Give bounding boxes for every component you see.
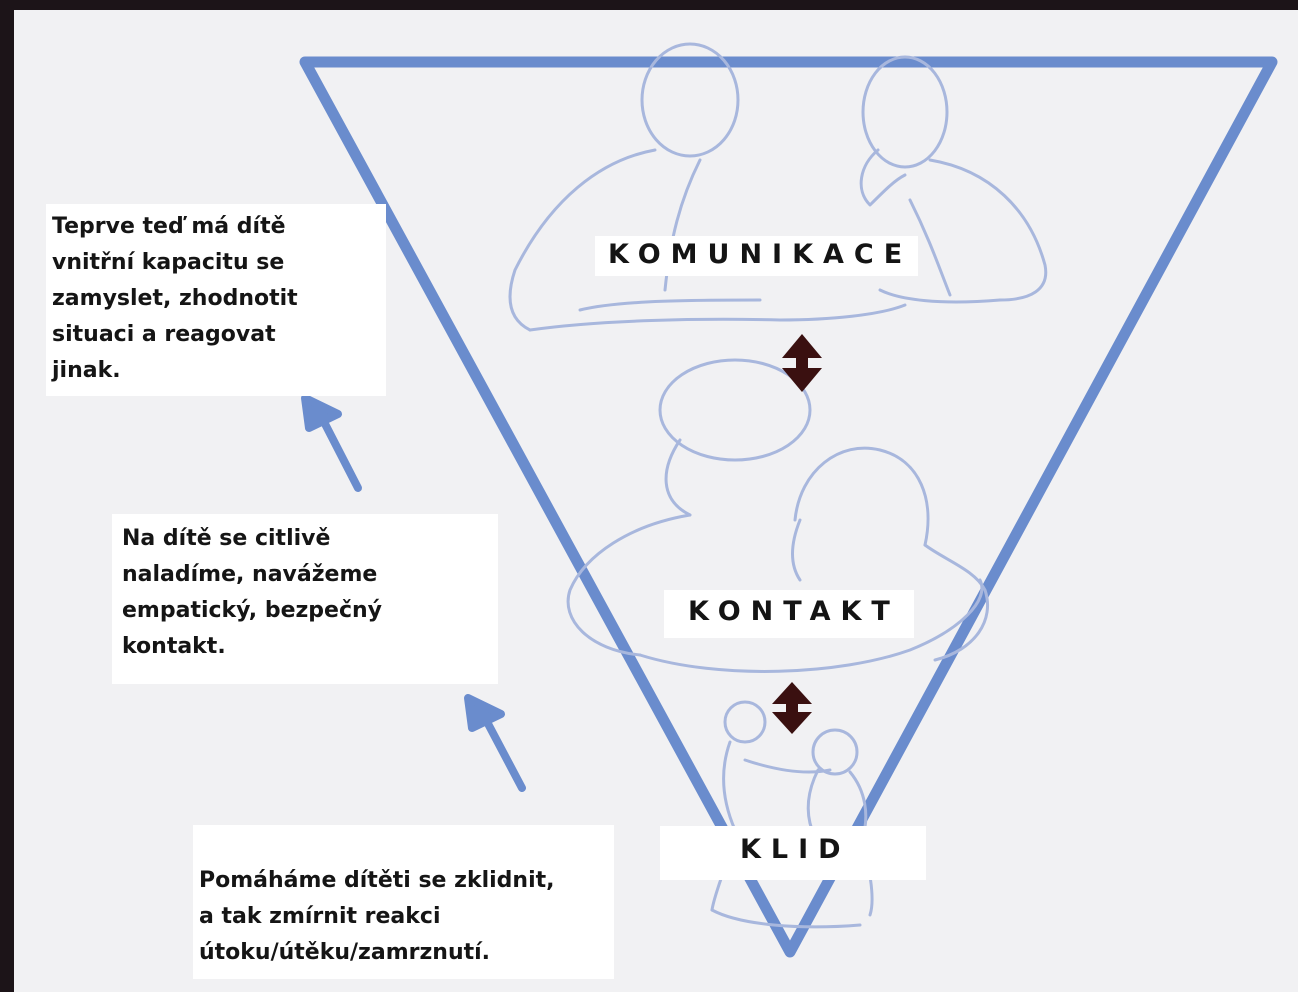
inverted-triangle — [299, 56, 1278, 958]
stage-label-kontakt: KONTAKT — [688, 596, 900, 627]
embrace-adult-figure — [566, 358, 984, 673]
stage-label-klid: KLID — [740, 834, 851, 865]
stage-box-klid — [660, 826, 926, 880]
upward-arrow-lower — [464, 694, 526, 792]
embrace-child-figure — [791, 446, 990, 662]
talking-child-figure — [859, 55, 1048, 304]
talking-adult-figure — [508, 42, 907, 332]
double-arrow-lower — [772, 682, 812, 734]
stage-label-komunikace: KOMUNIKACE — [608, 239, 913, 270]
upward-arrow-upper — [301, 394, 362, 492]
note-middle: Na dítě se citlivě naladíme, navážeme em… — [112, 514, 498, 684]
stage-box-kontakt — [664, 590, 914, 638]
double-arrow-upper — [782, 334, 822, 392]
note-top: Teprve teď má dítě vnitřní kapacitu se z… — [46, 204, 386, 396]
stage-box-komunikace — [595, 236, 918, 276]
calming-adult-figure — [710, 700, 862, 929]
note-bottom: Pomáháme dítěti se zklidnit, a tak zmírn… — [193, 825, 614, 979]
